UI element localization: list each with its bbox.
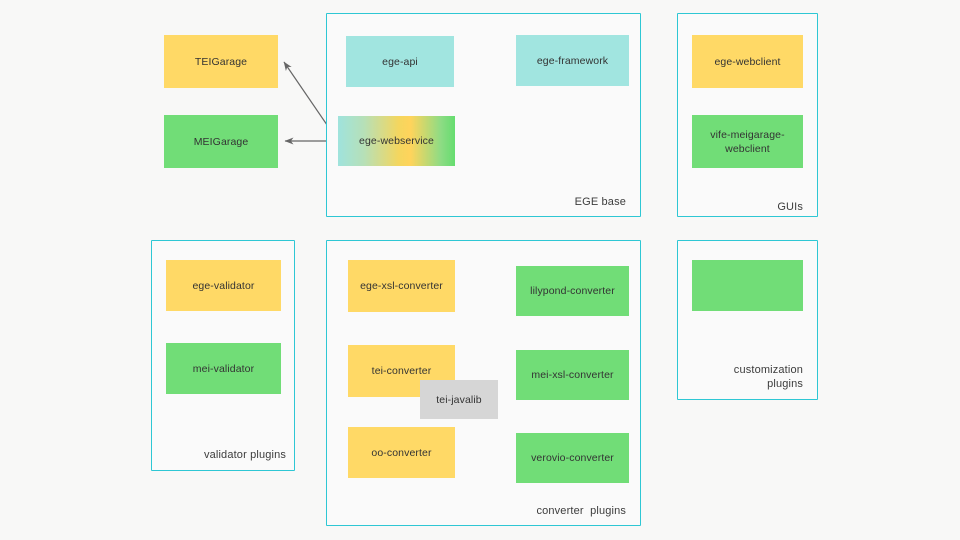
node-vife-meigarage-webclient[interactable]: vife-meigarage- webclient: [692, 115, 803, 168]
panel-customization-plugins-label: customization plugins: [733, 364, 803, 390]
node-ege-webservice[interactable]: ege-webservice: [338, 116, 455, 166]
node-mei-customization[interactable]: [692, 260, 803, 311]
panel-guis-label: GUIs: [777, 201, 803, 213]
node-mei-xsl-converter[interactable]: mei-xsl-converter: [516, 350, 629, 400]
node-lilypond-converter[interactable]: lilypond-converter: [516, 266, 629, 316]
node-teigarage[interactable]: TEIGarage: [164, 35, 278, 88]
node-ege-xsl-converter[interactable]: ege-xsl-converter: [348, 260, 455, 312]
node-ege-validator[interactable]: ege-validator: [166, 260, 281, 311]
node-verovio-converter[interactable]: verovio-converter: [516, 433, 629, 483]
node-tei-javalib[interactable]: tei-javalib: [420, 380, 498, 419]
node-tei-converter[interactable]: tei-converter: [348, 345, 455, 397]
panel-validator-plugins-label: validator plugins: [203, 449, 286, 461]
node-ege-framework[interactable]: ege-framework: [516, 35, 629, 86]
panel-converter-plugins-label: converter plugins: [536, 505, 626, 517]
node-ege-api[interactable]: ege-api: [346, 36, 454, 87]
node-mei-validator[interactable]: mei-validator: [166, 343, 281, 394]
node-meigarage[interactable]: MEIGarage: [164, 115, 278, 168]
node-oo-converter[interactable]: oo-converter: [348, 427, 455, 478]
panel-ege-base-label: EGE base: [574, 196, 626, 208]
node-ege-webclient[interactable]: ege-webclient: [692, 35, 803, 88]
